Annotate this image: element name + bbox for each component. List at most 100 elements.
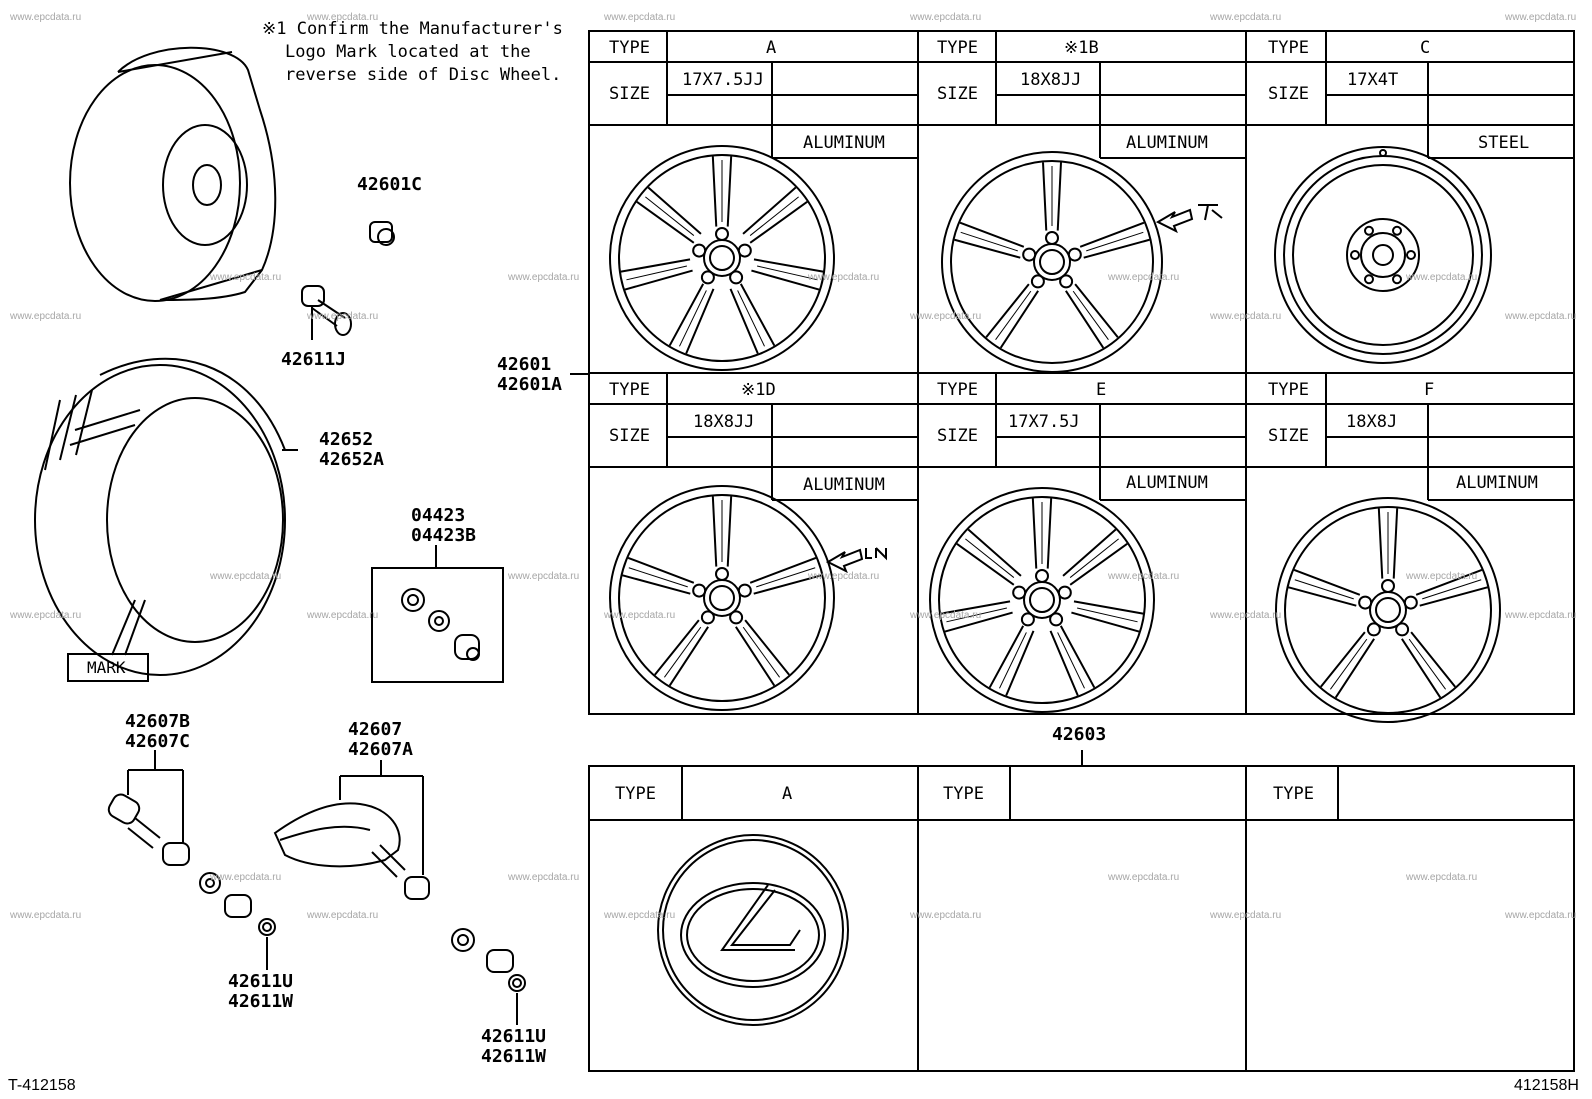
wheel-size-f: 18X8J (1346, 412, 1398, 432)
type-label: TYPE (937, 380, 978, 400)
watermark: www.epcdata.ru (1505, 311, 1577, 322)
part-number-42611W: 42611W (228, 991, 294, 1012)
cap-table-grid (588, 765, 1575, 1072)
part-number-42652A: 42652A (319, 449, 385, 470)
logo-mark-arrow-b (1155, 204, 1223, 234)
part-number-42611J: 42611J (281, 349, 347, 370)
note-line-2: Logo Mark located at the (285, 42, 531, 62)
watermark: www.epcdata.ru (1210, 311, 1282, 322)
size-label: SIZE (1268, 426, 1309, 446)
watermark: www.epcdata.ru (10, 910, 82, 921)
center-cap-lexus-drawing (657, 834, 849, 1026)
wheel-size-e: 17X7.5J (1008, 412, 1080, 432)
watermark: www.epcdata.ru (1406, 571, 1478, 582)
cap-type-label: TYPE (1273, 784, 1314, 804)
watermark: www.epcdata.ru (508, 272, 580, 283)
part-number-04423B: 04423B (411, 525, 477, 546)
watermark: www.epcdata.ru (1210, 910, 1282, 921)
logo-mark-arrow-d (825, 547, 887, 574)
tire-wheel-assembly-drawing (69, 46, 277, 302)
hub-nut-42601C-drawing (369, 221, 395, 246)
part-number-42601A: 42601A (497, 374, 563, 395)
watermark: www.epcdata.ru (307, 311, 379, 322)
wheel-material-b: ALUMINUM (1126, 133, 1208, 153)
watermark: www.epcdata.ru (307, 610, 379, 621)
watermark: www.epcdata.ru (1505, 610, 1577, 621)
watermark: www.epcdata.ru (1108, 272, 1180, 283)
watermark: www.epcdata.ru (508, 872, 580, 883)
wheel-b-drawing (941, 151, 1163, 373)
wheel-d-drawing (609, 485, 835, 711)
watermark: www.epcdata.ru (1210, 12, 1282, 23)
type-label: TYPE (937, 38, 978, 58)
watermark: www.epcdata.ru (1406, 872, 1478, 883)
cap-type-label: TYPE (943, 784, 984, 804)
wheel-a-drawing (609, 145, 835, 371)
wheel-e-drawing (929, 487, 1155, 713)
watermark: www.epcdata.ru (210, 872, 282, 883)
type-label: TYPE (1268, 38, 1309, 58)
tpms-sensor-42607-drawing (273, 760, 526, 1025)
wheel-type-d: ※1D (741, 380, 776, 400)
watermark: www.epcdata.ru (10, 610, 82, 621)
wheel-type-f: F (1424, 380, 1435, 400)
wheel-drawings (609, 145, 1501, 723)
watermark: www.epcdata.ru (307, 910, 379, 921)
watermark: www.epcdata.ru (1108, 872, 1180, 883)
part-number-42601: 42601 (497, 354, 552, 375)
part-number-42652: 42652 (319, 429, 374, 450)
type-label: TYPE (1268, 380, 1309, 400)
watermark: www.epcdata.ru (604, 12, 676, 23)
wheel-size-d: 18X8JJ (693, 412, 755, 432)
watermark: www.epcdata.ru (1406, 272, 1478, 283)
size-label: SIZE (609, 426, 650, 446)
wheel-c-drawing (1274, 146, 1492, 364)
watermark: www.epcdata.ru (604, 610, 676, 621)
note-line-3: reverse side of Disc Wheel. (285, 65, 562, 85)
footer-left-code: T-412158 (8, 1077, 76, 1094)
size-label: SIZE (937, 84, 978, 104)
part-number-04423: 04423 (411, 505, 466, 526)
note-line-1: ※1 Confirm the Manufacturer's (262, 19, 563, 39)
part-number-42611U: 42611U (228, 971, 294, 992)
watermark: www.epcdata.ru (808, 571, 880, 582)
wheel-f-drawing (1275, 497, 1501, 723)
watermark: www.epcdata.ru (10, 311, 82, 322)
watermark: www.epcdata.ru (1108, 571, 1180, 582)
type-label: TYPE (609, 38, 650, 58)
part-box-04423 (371, 545, 504, 683)
wheel-type-e: E (1096, 380, 1107, 400)
cap-type-label: TYPE (615, 784, 656, 804)
watermark: www.epcdata.ru (210, 571, 282, 582)
wheel-size-c: 17X4T (1347, 70, 1399, 90)
watermark: www.epcdata.ru (10, 12, 82, 23)
part-number-42607C: 42607C (125, 731, 191, 752)
part-number-42607: 42607 (348, 719, 403, 740)
part-number-42611U: 42611U (481, 1026, 547, 1047)
part-number-42607A: 42607A (348, 739, 414, 760)
cap-type-a: A (782, 784, 793, 804)
valve-42607B-drawing (107, 750, 276, 970)
watermark: www.epcdata.ru (910, 12, 982, 23)
size-label: SIZE (937, 426, 978, 446)
watermark: www.epcdata.ru (604, 910, 676, 921)
watermark: www.epcdata.ru (1210, 610, 1282, 621)
watermark: www.epcdata.ru (1505, 910, 1577, 921)
watermark: www.epcdata.ru (210, 272, 282, 283)
tire-drawing (34, 357, 298, 682)
type-label: TYPE (609, 380, 650, 400)
watermark: www.epcdata.ru (1505, 12, 1577, 23)
wheel-material-e: ALUMINUM (1126, 473, 1208, 493)
footer-right-code: 412158H (1514, 1077, 1579, 1094)
watermark: www.epcdata.ru (910, 610, 982, 621)
watermark: www.epcdata.ru (508, 571, 580, 582)
wheel-material-d: ALUMINUM (803, 475, 885, 495)
wheel-size-a: 17X7.5JJ (682, 70, 764, 90)
watermark: www.epcdata.ru (307, 12, 379, 23)
valve-42611J-drawing (301, 285, 352, 340)
mark-label: MARK (87, 658, 126, 677)
part-number-42603: 42603 (1052, 724, 1107, 745)
size-label: SIZE (609, 84, 650, 104)
